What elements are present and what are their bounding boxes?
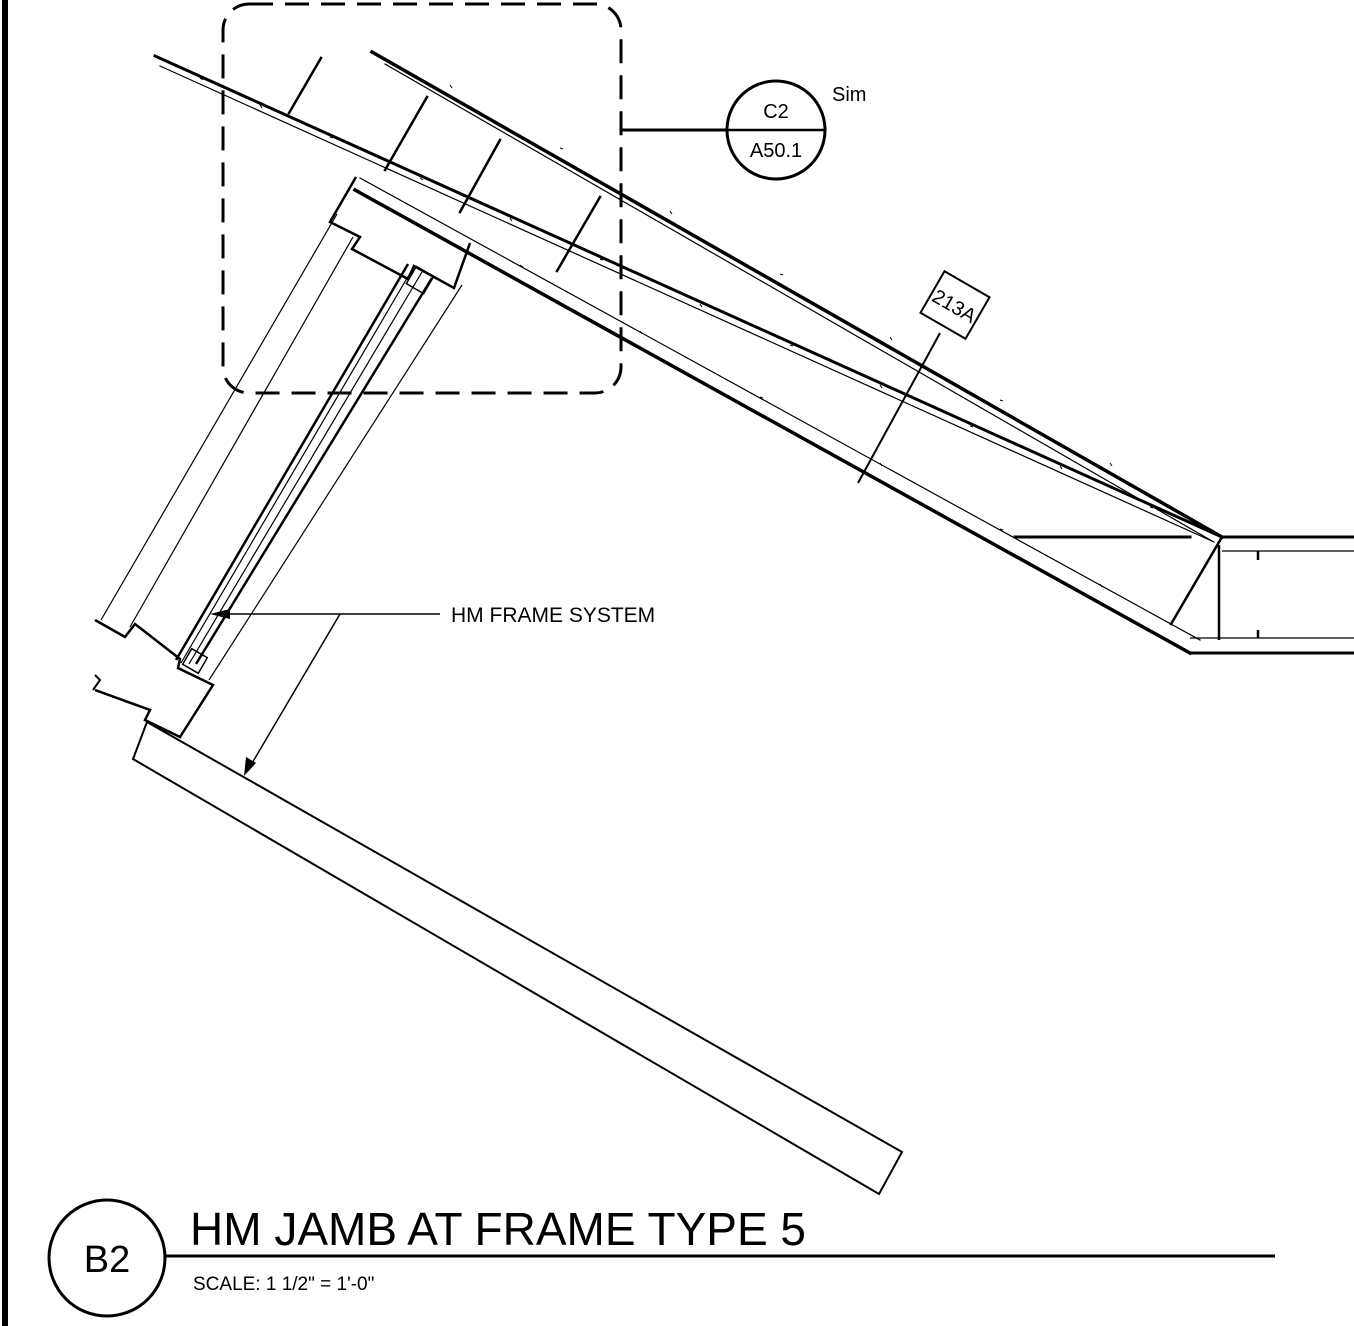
detail-id: B2 — [84, 1239, 130, 1281]
horizontal-wall — [1190, 535, 1354, 655]
detail-title: HM JAMB AT FRAME TYPE 5 — [190, 1203, 806, 1255]
callout-sheet: A50.1 — [750, 140, 802, 162]
hm-frame-assembly — [92, 176, 472, 739]
detail-id-circle — [47, 1198, 167, 1318]
detail-boundary — [221, 2, 623, 395]
title-block: B2 HM JAMB AT FRAME TYPE 5 SCALE: 1 1/2"… — [47, 1198, 1275, 1318]
frame-system-annotation: HM FRAME SYSTEM — [210, 604, 655, 776]
section-callout: C2 A50.1 Sim — [621, 79, 866, 181]
sill-piece — [131, 720, 904, 1196]
gypsum-texture — [199, 77, 1154, 588]
annotation-text: HM FRAME SYSTEM — [451, 604, 655, 627]
door-tag: 213A — [857, 269, 991, 484]
diagonal-wall — [153, 49, 1225, 656]
detail-scale: SCALE: 1 1/2" = 1'-0" — [193, 1274, 374, 1295]
callout-note: Sim — [832, 84, 866, 106]
callout-detail: C2 — [763, 101, 789, 123]
